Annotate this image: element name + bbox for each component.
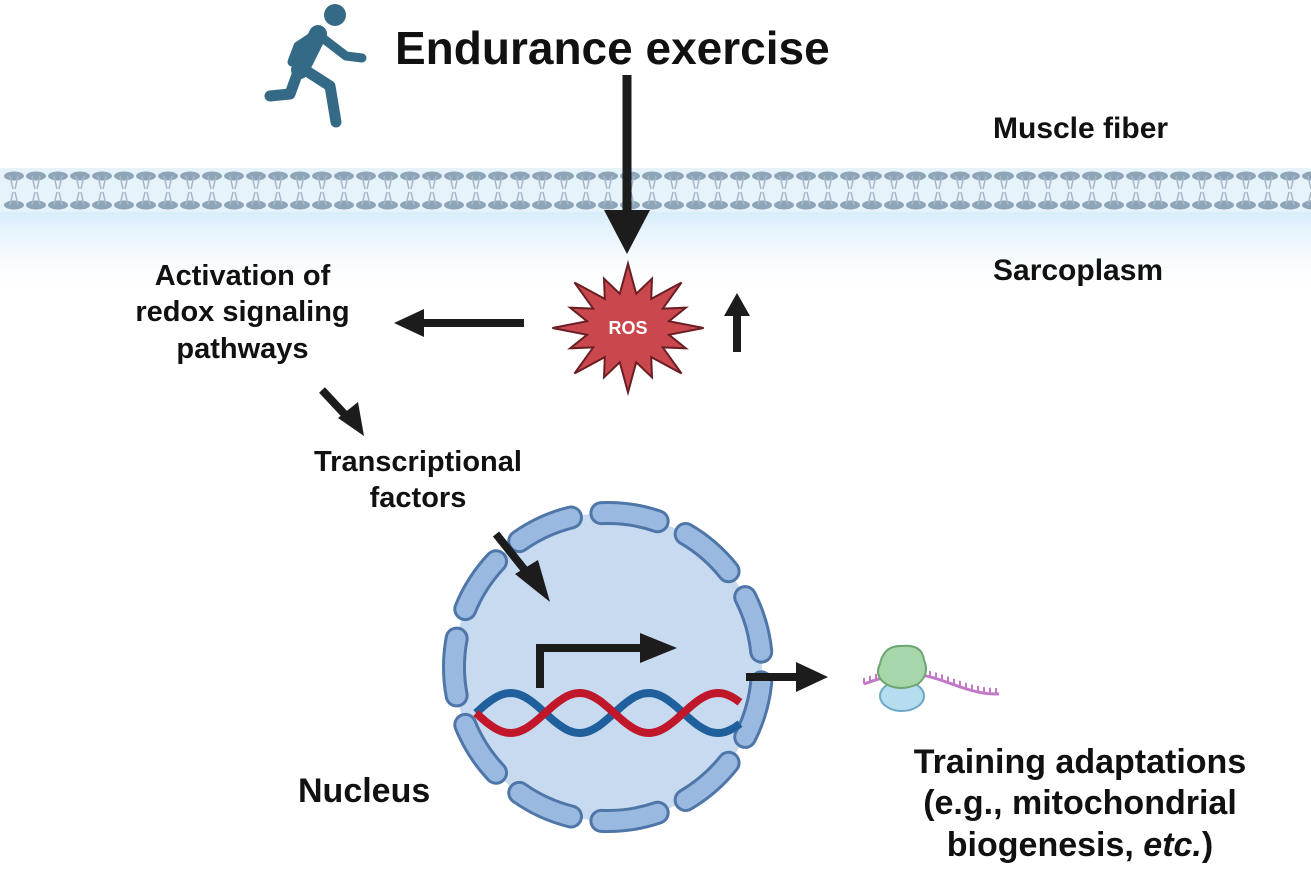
exercise-arrowhead (604, 210, 650, 254)
redox-label-line-1: Activation of (154, 260, 331, 292)
tf-to-gene-arrow (492, 531, 532, 577)
runner-icon (264, 4, 367, 128)
ros-burst-icon (552, 259, 704, 397)
sarcoplasm-region (0, 208, 1311, 300)
redox-label-line-3: pathways (176, 332, 309, 365)
redox-to-tf-arrowhead (338, 402, 364, 436)
tf-label-line-1: Transcriptional (314, 446, 522, 478)
training-adaptations-label: Training adaptations (e.g., mitochondria… (860, 742, 1300, 866)
ribosome-icon (863, 644, 1000, 712)
muscle-fiber-membrane (4, 171, 1311, 210)
transcription-start-arrow (536, 644, 645, 688)
redox-signaling-label: Activation of redox signaling pathways (100, 258, 385, 367)
nucleus-to-ribosome-arrowhead (796, 662, 828, 692)
tf-label-line-2: factors (369, 482, 467, 515)
muscle-fiber-label: Muscle fiber (993, 112, 1169, 145)
adapt-label-line-2: (e.g., mitochondrial (923, 784, 1237, 823)
adapt-paren-text: ) (1201, 825, 1214, 864)
ros-label: ROS (608, 318, 648, 338)
transcription-factors-label: Transcriptional factors (268, 444, 568, 517)
ros-to-redox-arrowhead (394, 309, 424, 337)
dna-helix-icon (473, 688, 743, 738)
tf-to-gene-arrowhead (515, 560, 550, 602)
diagram-title: Endurance exercise (395, 22, 830, 74)
nucleus-icon (442, 501, 774, 833)
redox-label-line-2: redox signaling (135, 296, 350, 329)
adapt-etc-text: etc. (1143, 825, 1202, 864)
adapt-label-line-3: biogenesis, etc.) (860, 825, 1300, 866)
nucleus-label: Nucleus (298, 772, 431, 810)
adapt-biogenesis-text: biogenesis, (946, 825, 1144, 864)
adapt-label-line-1: Training adaptations (913, 743, 1247, 781)
transcription-start-arrowhead (640, 633, 677, 663)
ros-increase-arrowhead (724, 293, 750, 316)
sarcoplasm-label: Sarcoplasm (993, 254, 1164, 287)
